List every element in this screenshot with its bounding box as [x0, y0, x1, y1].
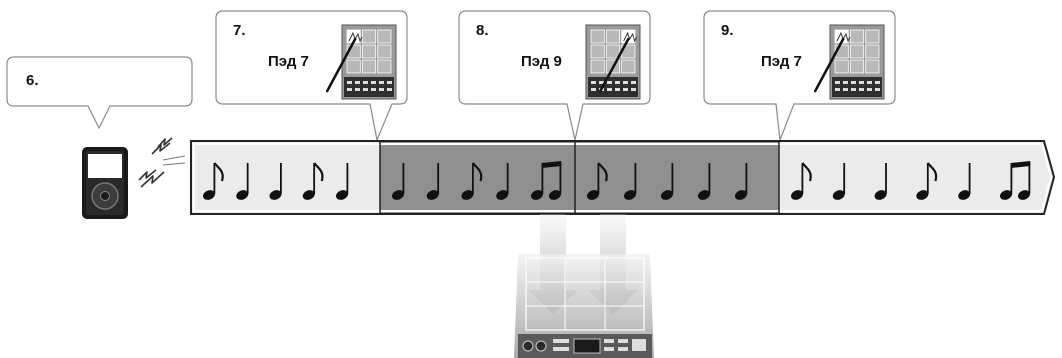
- pad-hit-top-left-icon: [325, 24, 397, 100]
- note-beamed-eighths: [530, 161, 562, 200]
- note-quarter: [335, 163, 349, 200]
- timeline-notes-2: [391, 161, 562, 200]
- step-9-pad-label: Пэд 7: [761, 53, 802, 70]
- timeline-track: [190, 140, 1056, 215]
- note-eighth: [302, 162, 324, 200]
- timeline-notes-1: [202, 162, 349, 200]
- wireless-signal-icon: [138, 137, 173, 188]
- timeline-notes-4: [790, 161, 1031, 200]
- step-7-pad-label: Пэд 7: [268, 53, 309, 70]
- note-quarter: [660, 163, 674, 200]
- sampling-pad-device-icon: [514, 254, 654, 358]
- music-player-icon: [82, 147, 128, 219]
- signal-lines: [162, 155, 186, 166]
- note-quarter: [426, 163, 440, 200]
- note-eighth: [916, 162, 938, 200]
- step-9-number: 9.: [721, 22, 734, 39]
- note-quarter: [958, 163, 971, 200]
- step-7-number: 7.: [233, 22, 246, 39]
- note-eighth: [790, 162, 812, 200]
- note-eighth: [461, 162, 483, 200]
- callout-step-6: [6, 56, 193, 130]
- timeline-notes-3: [586, 162, 748, 200]
- note-quarter: [697, 163, 711, 200]
- note-quarter: [832, 163, 846, 200]
- note-eighth: [202, 162, 224, 200]
- step-6-number: 6.: [26, 72, 39, 89]
- timeline-segment-3: [575, 141, 779, 214]
- pad-hit-top-right-icon: [585, 24, 641, 100]
- note-quarter: [734, 163, 748, 200]
- note-quarter: [496, 163, 509, 200]
- step-8-number: 8.: [476, 22, 489, 39]
- note-quarter: [874, 163, 887, 200]
- step-8-pad-label: Пэд 9: [521, 53, 562, 70]
- note-quarter: [236, 163, 249, 200]
- note-beamed-eighths: [999, 161, 1031, 200]
- note-quarter: [623, 163, 637, 200]
- note-eighth: [586, 162, 608, 200]
- timeline-segment-2: [380, 141, 575, 214]
- note-quarter: [269, 163, 282, 200]
- timeline-segment-1: [191, 141, 380, 214]
- note-quarter: [391, 163, 405, 200]
- pad-hit-top-left-icon: [813, 24, 885, 100]
- timeline-segment-4: [779, 141, 1054, 214]
